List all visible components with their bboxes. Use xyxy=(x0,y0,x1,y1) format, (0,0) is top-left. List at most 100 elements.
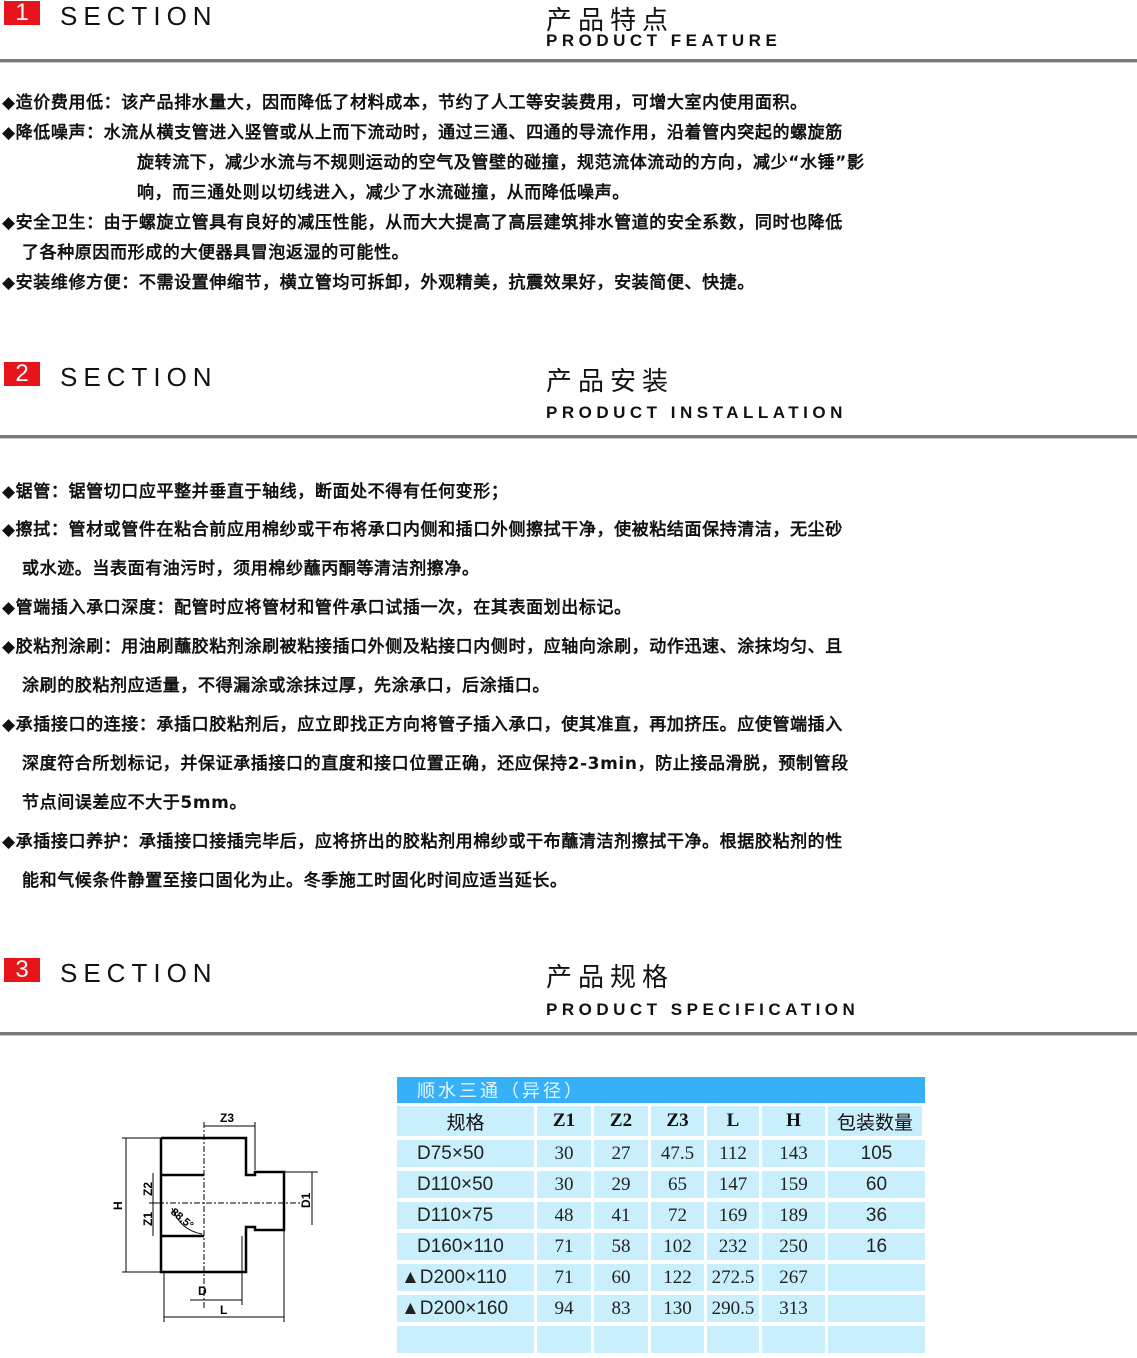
dim-d: D xyxy=(198,1284,207,1298)
dim-z3: Z3 xyxy=(220,1111,234,1125)
table-cell: 313 xyxy=(762,1295,828,1326)
section-2-label: SECTION xyxy=(60,362,218,392)
divider xyxy=(0,1032,1137,1036)
table-cell: 36 xyxy=(828,1202,925,1233)
section-1-text-line: ◆降低噪声：水流从横支管进入竖管或从上而下流动时，通过三通、四通的导流作用，沿着… xyxy=(2,123,843,143)
table-cell: 130 xyxy=(651,1295,707,1326)
divider xyxy=(0,59,1137,63)
table-cell: 159 xyxy=(762,1171,828,1202)
section-2-title: 产品安装 xyxy=(546,367,675,397)
dim-d1: D1 xyxy=(299,1192,313,1208)
section-2-text-line: 节点间误差应不大于5mm。 xyxy=(22,793,248,813)
table-cell xyxy=(828,1264,925,1295)
table-cell: 27 xyxy=(594,1140,651,1171)
table-cell xyxy=(397,1326,537,1357)
table-cell xyxy=(828,1295,925,1326)
table-cell: 267 xyxy=(762,1264,828,1295)
table-cell: ▲D200×160 xyxy=(397,1295,537,1326)
table-cell xyxy=(594,1326,651,1357)
dim-z1: Z1 xyxy=(141,1212,155,1226)
section-2-text-line: 涂刷的胶粘剂应适量，不得漏涂或涂抹过厚，先涂承口，后涂插口。 xyxy=(22,676,550,696)
table-cell: 102 xyxy=(651,1233,707,1264)
table-cell: D160×110 xyxy=(397,1233,537,1264)
table-cell: 48 xyxy=(537,1202,594,1233)
section-2-text-line: 深度符合所划标记，并保证承插接口的直度和接口位置正确，还应保持2-3min，防止… xyxy=(22,754,849,774)
table-cell: 94 xyxy=(537,1295,594,1326)
section-1-text-line: 了各种原因而形成的大便器具冒泡返湿的可能性。 xyxy=(22,243,410,263)
section-2-text-line: ◆锯管：锯管切口应平整并垂直于轴线，断面处不得有任何变形； xyxy=(2,482,509,502)
table-cell xyxy=(537,1326,594,1357)
section-2-text-line: 能和气候条件静置至接口固化为止。冬季施工时固化时间应适当延长。 xyxy=(22,871,568,891)
section-1-text-line: 旋转流下，减少水流与不规则运动的空气及管壁的碰撞，规范流体流动的方向，减少“水锤… xyxy=(137,153,865,173)
section-3-badge: 3 xyxy=(4,958,40,982)
table-cell: 29 xyxy=(594,1171,651,1202)
column-header: L xyxy=(707,1106,762,1140)
section-3-subtitle: PRODUCT SPECIFICATION xyxy=(546,1000,860,1019)
column-header: 包装数量 xyxy=(828,1106,925,1140)
table-caption: 顺水三通（异径） xyxy=(397,1077,925,1106)
section-1-badge: 1 xyxy=(4,1,40,25)
table-cell: 16 xyxy=(828,1233,925,1264)
table-cell: 189 xyxy=(762,1202,828,1233)
tee-fitting-diagram: Z3 H Z2 Z1 88.5° D1 D L xyxy=(111,1111,318,1322)
section-1-text-line: 响，而三通处则以切线进入，减少了水流碰撞，从而降低噪声。 xyxy=(137,183,630,203)
table-cell: 105 xyxy=(828,1140,925,1171)
column-header: Z2 xyxy=(594,1106,651,1140)
table-cell: 290.5 xyxy=(707,1295,762,1326)
section-1-subtitle: PRODUCT FEATURE xyxy=(546,31,782,50)
section-2-text-line: 或水迹。当表面有油污时，须用棉纱蘸丙酮等清洁剂擦净。 xyxy=(22,559,480,579)
table-cell: 30 xyxy=(537,1171,594,1202)
section-2-badge: 2 xyxy=(4,362,40,386)
section-3-title: 产品规格 xyxy=(546,963,675,993)
table-cell: 71 xyxy=(537,1264,594,1295)
table-cell xyxy=(762,1326,828,1357)
section-2-subtitle: PRODUCT INSTALLATION xyxy=(546,403,847,422)
section-2-text-line: ◆管端插入承口深度：配管时应将管材和管件承口试插一次，在其表面划出标记。 xyxy=(2,598,632,618)
table-row xyxy=(397,1326,925,1357)
section-2-text-line: ◆擦拭：管材或管件在粘合前应用棉纱或干布将承口内侧和插口外侧擦拭干净，使被粘结面… xyxy=(2,520,843,540)
table-cell xyxy=(651,1326,707,1357)
table-cell xyxy=(707,1326,762,1357)
table-cell: 41 xyxy=(594,1202,651,1233)
table-cell: ▲D200×110 xyxy=(397,1264,537,1295)
section-1-title: 产品特点 xyxy=(546,6,675,36)
table-cell: 30 xyxy=(537,1140,594,1171)
table-cell: 112 xyxy=(707,1140,762,1171)
column-header: Z3 xyxy=(651,1106,707,1140)
table-cell: 122 xyxy=(651,1264,707,1295)
table-cell: 272.5 xyxy=(707,1264,762,1295)
table-cell: 250 xyxy=(762,1233,828,1264)
table-cell: 60 xyxy=(594,1264,651,1295)
section-2-text-line: ◆承插接口养护：承插接口接插完毕后，应将挤出的胶粘剂用棉纱或干布蘸清洁剂擦拭干净… xyxy=(2,832,843,852)
table-cell: 83 xyxy=(594,1295,651,1326)
table-cell: D75×50 xyxy=(397,1140,537,1171)
dim-l: L xyxy=(220,1303,227,1317)
table-cell: 71 xyxy=(537,1233,594,1264)
section-1-label: SECTION xyxy=(60,1,218,31)
section-2-text-line: ◆胶粘剂涂刷：用油刷蘸胶粘剂涂刷被粘接插口外侧及粘接口内侧时，应轴向涂刷，动作迅… xyxy=(2,637,843,657)
column-header: H xyxy=(762,1106,828,1140)
dim-angle: 88.5° xyxy=(168,1206,195,1232)
divider xyxy=(0,435,1137,439)
column-header: 规格 xyxy=(397,1106,537,1140)
table-cell: 65 xyxy=(651,1171,707,1202)
section-1-text-line: ◆造价费用低：该产品排水量大，因而降低了材料成本，节约了人工等安装费用，可增大室… xyxy=(2,93,808,113)
table-cell: 47.5 xyxy=(651,1140,707,1171)
section-2-text-line: ◆承插接口的连接：承插口胶粘剂后，应立即找正方向将管子插入承口，使其准直，再加挤… xyxy=(2,715,843,735)
section-1-text-line: ◆安全卫生：由于螺旋立管具有良好的减压性能，从而大大提高了高层建筑排水管道的安全… xyxy=(2,213,843,233)
table-cell: 60 xyxy=(828,1171,925,1202)
table-cell: 147 xyxy=(707,1171,762,1202)
table-cell: 72 xyxy=(651,1202,707,1233)
table-cell: D110×75 xyxy=(397,1202,537,1233)
section-3-label: SECTION xyxy=(60,958,218,988)
section-1-text-line: ◆安装维修方便：不需设置伸缩节，横立管均可拆卸，外观精美，抗震效果好，安装简便、… xyxy=(2,273,755,293)
table-cell: 58 xyxy=(594,1233,651,1264)
table-cell: D110×50 xyxy=(397,1171,537,1202)
dim-h: H xyxy=(111,1201,125,1210)
table-cell: 169 xyxy=(707,1202,762,1233)
